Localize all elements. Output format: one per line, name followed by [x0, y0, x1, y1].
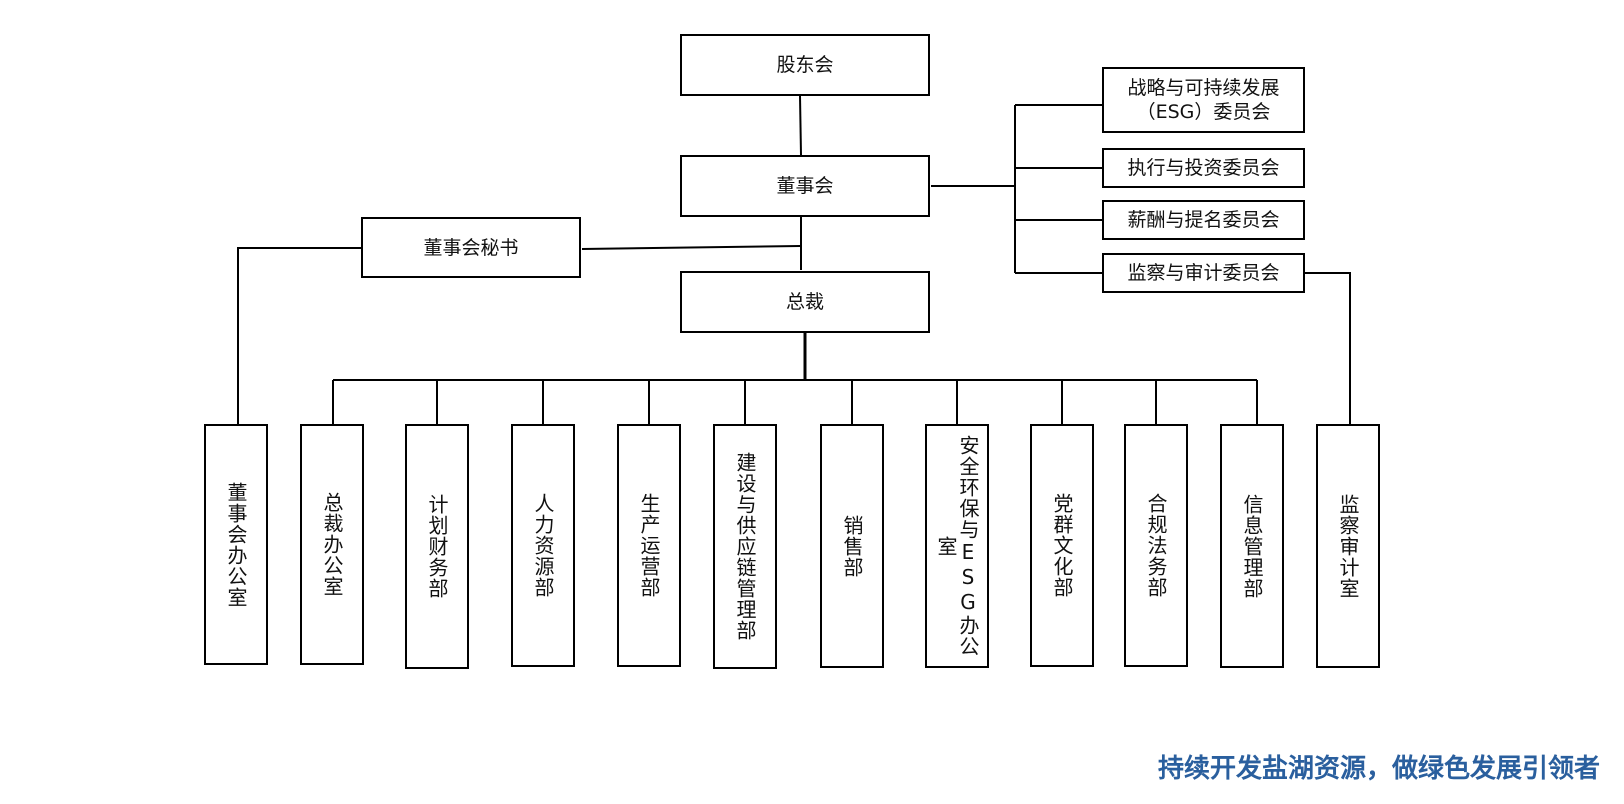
committee-supervision-audit-label: 监察与审计委员会	[1127, 262, 1280, 284]
committee-supervision-audit-box: 监察与审计委员会	[1102, 253, 1305, 293]
board-secretary-box: 董事会秘书	[361, 217, 581, 278]
dept-information-management-label: 信息管理部	[1240, 493, 1264, 599]
dept-safety-environment-esg-box: 安全环保与ESG办公室	[925, 424, 989, 668]
dept-production-operations-label: 生产运营部	[637, 493, 661, 598]
dept-president-office-label: 总裁办公室	[320, 492, 344, 597]
dept-party-culture-box: 党群文化部	[1030, 424, 1094, 667]
committee-compensation-nomination-label: 薪酬与提名委员会	[1127, 209, 1280, 231]
dept-party-culture-label: 党群文化部	[1050, 493, 1074, 598]
president-label: 总裁	[785, 291, 824, 313]
committee-execution-investment-label: 执行与投资委员会	[1127, 157, 1280, 179]
dept-safety-environment-esg-label: 安全环保与ESG办公室	[934, 435, 980, 657]
shareholders-label: 股东会	[776, 54, 834, 76]
dept-board-office-box: 董事会办公室	[204, 424, 268, 665]
board-label: 董事会	[776, 175, 834, 197]
dept-human-resources-label: 人力资源部	[531, 493, 555, 598]
dept-construction-supply-chain-box: 建设与供应链管理部	[713, 424, 777, 669]
committee-execution-investment-box: 执行与投资委员会	[1102, 148, 1305, 188]
dept-sales-box: 销售部	[820, 424, 884, 668]
committee-strategy-esg-box: 战略与可持续发展（ESG）委员会	[1102, 67, 1305, 133]
dept-human-resources-box: 人力资源部	[511, 424, 575, 667]
dept-compliance-legal-label: 合规法务部	[1144, 493, 1168, 598]
dept-sales-label: 销售部	[840, 514, 864, 578]
dept-production-operations-box: 生产运营部	[617, 424, 681, 667]
board-secretary-label: 董事会秘书	[423, 236, 519, 259]
committee-compensation-nomination-box: 薪酬与提名委员会	[1102, 200, 1305, 240]
dept-planning-finance-box: 计划财务部	[405, 424, 469, 669]
committee-strategy-esg-label: 战略与可持续发展（ESG）委员会	[1127, 77, 1280, 123]
president-box: 总裁	[680, 271, 930, 333]
dept-compliance-legal-box: 合规法务部	[1124, 424, 1188, 667]
board-box: 董事会	[680, 155, 930, 217]
dept-construction-supply-chain-label: 建设与供应链管理部	[733, 452, 757, 641]
slogan: 持续开发盐湖资源，做绿色发展引领者	[1157, 754, 1600, 784]
dept-board-office-label: 董事会办公室	[224, 481, 248, 608]
shareholders-box: 股东会	[680, 34, 930, 96]
dept-president-office-box: 总裁办公室	[300, 424, 364, 665]
dept-planning-finance-label: 计划财务部	[425, 494, 449, 599]
dept-supervision-audit-office-label: 监察审计室	[1336, 493, 1360, 599]
dept-supervision-audit-office-box: 监察审计室	[1316, 424, 1380, 668]
dept-information-management-box: 信息管理部	[1220, 424, 1284, 668]
